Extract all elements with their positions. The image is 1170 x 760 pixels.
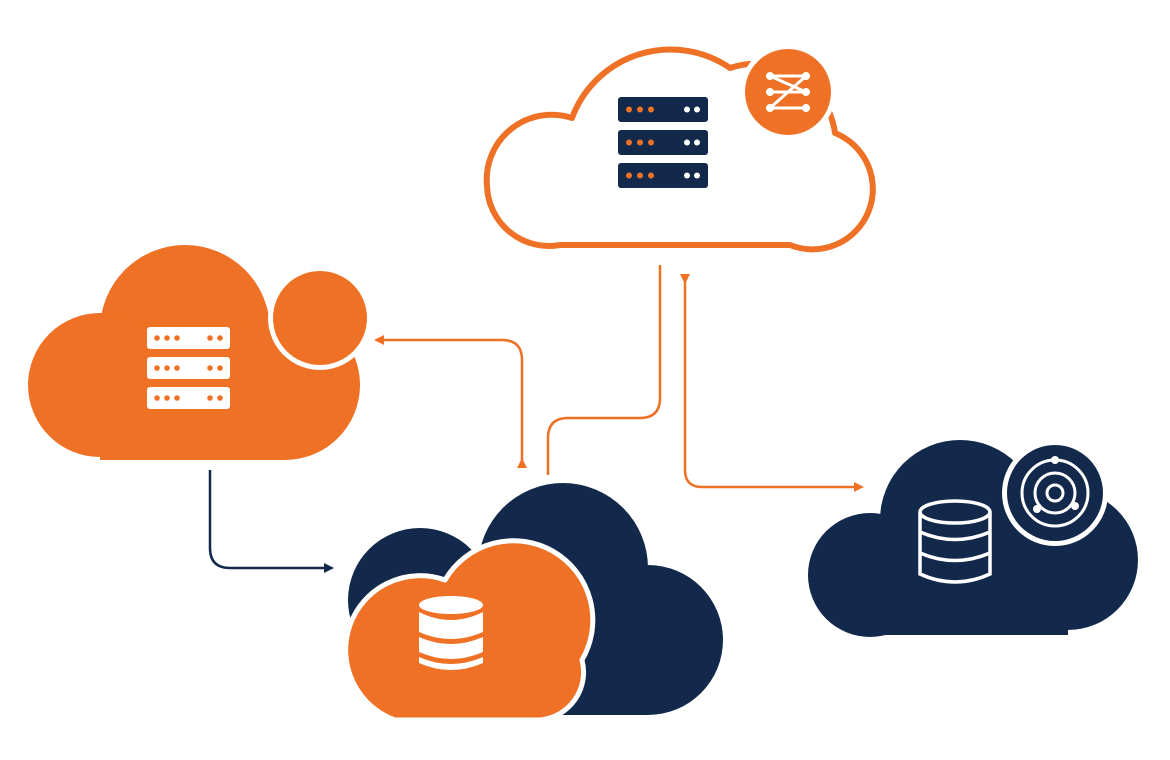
connector-left-center [374, 335, 527, 468]
database-icon [419, 596, 483, 670]
server-rack-icon [147, 327, 230, 409]
server-rack-icon [618, 97, 708, 188]
blank-circle-badge [268, 266, 372, 370]
connector-top-right [680, 274, 864, 492]
connector-left-center-navy [208, 470, 334, 573]
right-cloud [808, 440, 1138, 637]
network-nodes-icon [740, 44, 836, 140]
left-cloud [28, 245, 372, 460]
top-cloud [483, 44, 876, 253]
connector-center-top [546, 265, 662, 475]
database-icon [918, 499, 992, 584]
orbit-target-icon [1002, 440, 1108, 546]
center-cloud [343, 483, 723, 723]
